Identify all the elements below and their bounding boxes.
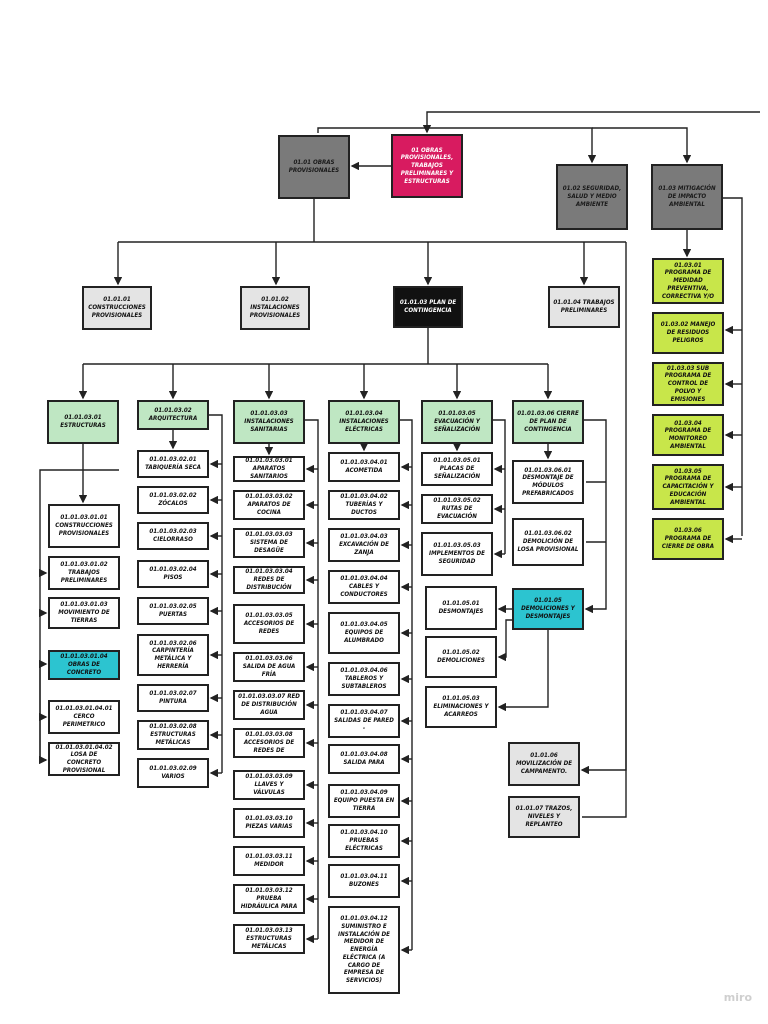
node-c2a[interactable]: 01.01.03.02.01 Tabiquería seca <box>137 450 209 478</box>
node-c2d[interactable]: 01.01.03.02.04 Pisos <box>137 560 209 588</box>
node-c4e[interactable]: 01.01.03.04.05 Equipos de alumbrado <box>328 612 400 654</box>
node-c2i[interactable]: 01.01.03.02.09 Varios <box>137 758 209 788</box>
connector-47 <box>305 419 319 939</box>
node-d1[interactable]: 01.01.05.01 Desmontajes <box>425 586 497 630</box>
node-01010301[interactable]: 01.01.03.01 Estructuras <box>47 400 119 444</box>
connector-85 <box>497 619 512 662</box>
node-01010304[interactable]: 01.01.03.04 Instalaciones eléctricas <box>328 400 400 444</box>
node-c3g[interactable]: 01.01.03.03.07 Red de distribución agua <box>233 690 305 720</box>
node-c4j[interactable]: 01.01.03.04.10 Pruebas eléctricas <box>328 824 400 858</box>
node-c3c[interactable]: 01.01.03.03.03 Sistema de desagüe <box>233 528 305 558</box>
node-c3i[interactable]: 01.01.03.03.09 Llaves y válvulas <box>233 770 305 800</box>
node-c5b[interactable]: 01.01.03.05.02 Rutas de evacuación <box>421 494 493 524</box>
node-010102[interactable]: 01.01.02 Instalaciones provisionales <box>240 286 310 330</box>
node-d2[interactable]: 01.01.05.02 Demoliciones <box>425 636 497 678</box>
node-c4g[interactable]: 01.01.03.04.07 Salidas de pared - <box>328 704 400 738</box>
node-010101[interactable]: 01.01.01 Construcciones provisionales <box>82 286 152 330</box>
node-c2c[interactable]: 01.01.03.02.03 Cielorraso <box>137 522 209 550</box>
node-c1b[interactable]: 01.01.03.01.02 Trabajos preliminares <box>48 556 120 590</box>
node-010104[interactable]: 01.01.04 Trabajos preliminares <box>548 286 620 328</box>
node-c3b[interactable]: 01.01.03.03.02 Aparatos de cocina <box>233 490 305 520</box>
node-010306[interactable]: 01.03.06 Programa de cierre de obra <box>652 518 724 560</box>
node-c2e[interactable]: 01.01.03.02.05 Puertas <box>137 597 209 625</box>
node-c2b[interactable]: 01.01.03.02.02 Zócalos <box>137 486 209 514</box>
node-01010305[interactable]: 01.01.03.05 Evacuación y señalización <box>421 400 493 444</box>
connector-33 <box>39 664 48 722</box>
node-010106[interactable]: 01.01.06 Movilización de campamento. <box>508 742 580 786</box>
node-c4d[interactable]: 01.01.03.04.04 Cables y conductores <box>328 570 400 604</box>
node-c4f[interactable]: 01.01.03.04.06 Tableros y subtableros <box>328 662 400 696</box>
node-010304[interactable]: 01.03.04 Programa de monitoreo ambiental <box>652 414 724 456</box>
node-01010306[interactable]: 01.01.03.06 Cierre de plan de contingenc… <box>512 400 584 444</box>
node-c2h[interactable]: 01.01.03.02.08 Estructuras metálicas <box>137 720 209 750</box>
node-010301[interactable]: 01.03.01 Programa de medidad preventiva,… <box>652 258 724 304</box>
connector-0 <box>422 111 760 134</box>
node-c2f[interactable]: 01.01.03.02.06 Carpintería metálica y he… <box>137 634 209 676</box>
node-c1a[interactable]: 01.01.03.01.01 Construcciones provisiona… <box>48 504 120 548</box>
node-c2g[interactable]: 01.01.03.02.07 Pintura <box>137 684 209 712</box>
node-010305[interactable]: 01.03.05 Programa de capacitación y educ… <box>652 464 724 510</box>
connector-3 <box>592 127 692 164</box>
node-c3m[interactable]: 01.01.03.03.13 Estructuras metálicas <box>233 924 305 954</box>
node-010107[interactable]: 01.01.07 Trazos, niveles y replanteo <box>508 796 580 838</box>
node-c1d2[interactable]: 01.01.03.01.04.02 Losa de concreto provi… <box>48 742 120 776</box>
node-0103[interactable]: 01.03 Mitigación de impacto ambiental <box>651 164 723 230</box>
connector-81 <box>584 419 607 614</box>
node-c1d[interactable]: 01.01.03.01.04 Obras de concreto <box>48 650 120 680</box>
node-c3a[interactable]: 01.01.03.03.01 Aparatos sanitarios <box>233 456 305 482</box>
node-c3j[interactable]: 01.01.03.03.10 Piezas varias <box>233 808 305 838</box>
node-c4l[interactable]: 01.01.03.04.12 Suministro e instalación … <box>328 906 400 994</box>
node-c5a[interactable]: 01.01.03.05.01 Placas de señalización <box>421 452 493 486</box>
node-010303[interactable]: 01.03.03 Sub programa de control de polv… <box>652 362 724 406</box>
node-010105[interactable]: 01.01.05 Demoliciones y desmontajes <box>512 588 584 630</box>
node-c3h[interactable]: 01.01.03.03.08 Accesorios de redes de <box>233 728 305 758</box>
connector-1 <box>317 127 427 133</box>
node-010103[interactable]: 01.01.03 Plan de contingencia <box>393 286 463 328</box>
node-c4h[interactable]: 01.01.03.04.08 Salida para <box>328 744 400 774</box>
node-01010302[interactable]: 01.01.03.02 Arquitectura <box>137 400 209 430</box>
node-c1c[interactable]: 01.01.03.01.03 Movimiento de tierras <box>48 597 120 629</box>
node-01-root[interactable]: 01 Obras provisionales, trabajos prelimi… <box>391 134 463 198</box>
node-010302[interactable]: 01.03.02 Manejo de residuos peligros <box>652 312 724 354</box>
node-01010303[interactable]: 01.01.03.03 Instalaciones sanitarias <box>233 400 305 444</box>
connector-86 <box>497 630 549 712</box>
node-c3l[interactable]: 01.01.03.03.12 Prueba hidráulica para <box>233 884 305 914</box>
node-c3e[interactable]: 01.01.03.03.05 Accesorios de redes <box>233 604 305 644</box>
connector-76 <box>493 419 506 554</box>
node-c4b[interactable]: 01.01.03.04.02 Tuberías y ductos <box>328 490 400 520</box>
node-0102[interactable]: 01.02 Seguridad, salud y medio ambiente <box>556 164 628 230</box>
node-c5c[interactable]: 01.01.03.05.03 Implementos de seguridad <box>421 532 493 576</box>
connector-62 <box>400 419 413 950</box>
node-c1d1[interactable]: 01.01.03.01.04.01 Cerco perimetrico <box>48 700 120 734</box>
node-c6b[interactable]: 01.01.03.06.02 Demolición de losa provis… <box>512 518 584 566</box>
node-c6a[interactable]: 01.01.03.06.01 Desmontaje de módulos pre… <box>512 460 584 504</box>
connector-36 <box>209 414 223 773</box>
node-0101[interactable]: 01.01 Obras provisionales <box>278 135 350 199</box>
node-c3f[interactable]: 01.01.03.03.06 Salida de agua fría <box>233 652 305 682</box>
node-c4k[interactable]: 01.01.03.04.11 Buzones <box>328 864 400 898</box>
connector-34 <box>39 717 48 765</box>
connector-12 <box>582 640 627 818</box>
node-c4i[interactable]: 01.01.03.04.09 Equipo puesta en tierra <box>328 784 400 818</box>
node-d3[interactable]: 01.01.05.03 Eliminaciones y acarreos <box>425 686 497 728</box>
node-c3k[interactable]: 01.01.03.03.11 Medidor <box>233 846 305 876</box>
miro-watermark: miro <box>723 991 752 1004</box>
connector-14 <box>723 197 743 536</box>
node-c4c[interactable]: 01.01.03.04.03 Excavación de zanja <box>328 528 400 562</box>
node-c4a[interactable]: 01.01.03.04.01 Acometida <box>328 452 400 482</box>
node-c3d[interactable]: 01.01.03.03.04 Redes de distribución <box>233 566 305 594</box>
